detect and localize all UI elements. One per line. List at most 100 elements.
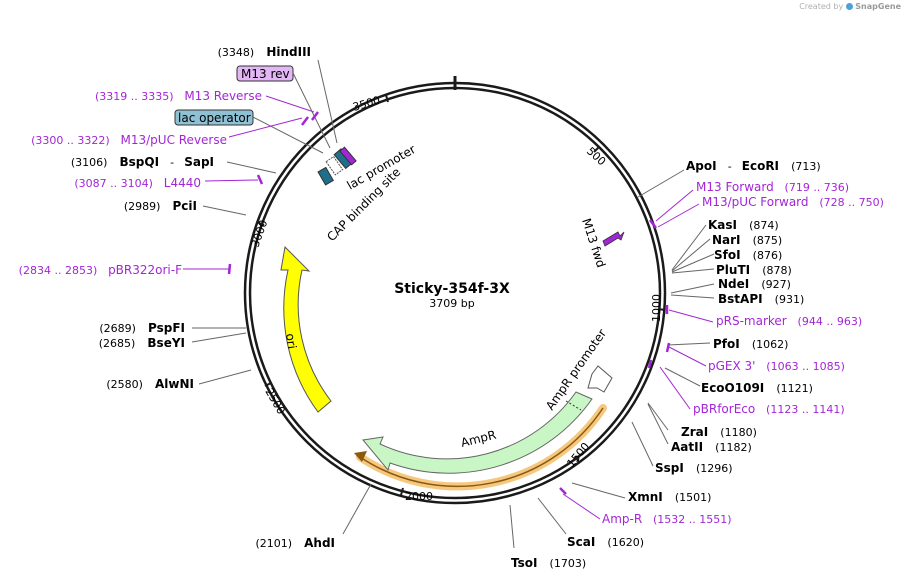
site-pcii-pos: (2989): [124, 200, 161, 213]
leader-m13-forward: [655, 189, 694, 222]
site-ahdi-pos: (2101): [255, 537, 292, 550]
leader-kasi: [671, 224, 707, 271]
mark-pgex3: [665, 342, 671, 353]
primer-m13-reverse-range: (3319 .. 3335): [95, 90, 174, 103]
tick-3000: [256, 221, 265, 226]
primer-m13-reverse-name: M13 Reverse: [184, 89, 262, 103]
leader-tsoi: [509, 504, 515, 549]
leader-hindiii: [317, 59, 338, 144]
snapgene-credit: Created by SnapGene: [799, 2, 901, 11]
primer-amp-r-range: (1532 .. 1551): [653, 513, 732, 526]
site-tsoi: TsoI (1703): [511, 552, 586, 571]
primer-m13puc-forward: M13/pUC Forward (728 .. 750): [702, 195, 884, 209]
site-bstapi-pos: (931): [775, 293, 805, 306]
ori-feature-arrow[interactable]: [280, 245, 332, 413]
site-pspfi-name: PspFI: [148, 321, 185, 335]
site-bspqi-name: BspQI: [119, 155, 159, 169]
mark-pbr322ori: [227, 263, 232, 275]
site-pluti-pos: (878): [762, 264, 792, 277]
site-ecoo109i: EcoO109I (1121): [701, 377, 813, 396]
primer-leader-lines: [183, 95, 714, 520]
site-ndei: NdeI (927): [718, 273, 791, 292]
primer-m13-forward: M13 Forward (719 .. 736): [696, 180, 849, 194]
tick-2000: [400, 487, 404, 496]
leader-ahdi: [342, 483, 372, 535]
site-kasi-pos: (874): [749, 219, 779, 232]
site-bspqi-sep: -: [170, 156, 174, 169]
site-bspqi: (3106) BspQI - SapI: [71, 151, 214, 170]
site-sfoi-pos: (876): [753, 249, 783, 262]
ampr-feature-arrow[interactable]: [362, 391, 593, 474]
site-ndei-pos: (927): [761, 278, 791, 291]
site-pluti: PluTI (878): [716, 259, 792, 278]
primer-amp-r: Amp-R (1532 .. 1551): [602, 512, 732, 526]
site-tsoi-name: TsoI: [511, 556, 537, 570]
mark-m13puc-reverse: [301, 116, 309, 126]
mark-l4440: [256, 174, 264, 185]
leader-ecoo109i: [664, 367, 701, 387]
site-pcii: (2989) PciI: [124, 195, 197, 214]
site-ecori-name: EcoRI: [742, 159, 779, 173]
site-ecoo109i-pos: (1121): [776, 382, 813, 395]
lac-promoter-block[interactable]: [325, 155, 344, 176]
site-kasi-name: KasI: [708, 218, 737, 232]
site-alwni-name: AlwNI: [155, 377, 194, 391]
cap-binding-site-block[interactable]: [317, 166, 335, 186]
leader-m13puc-forward: [657, 203, 700, 228]
leader-m13-reverse: [265, 95, 315, 113]
site-bspqi-pos: (3106): [71, 156, 108, 169]
leader-l4440: [204, 179, 259, 182]
site-xmni: XmnI (1501): [628, 486, 711, 505]
primer-pbrforeco-range: (1123 .. 1141): [766, 403, 845, 416]
site-hindiii: (3348) HindIII: [218, 41, 311, 60]
site-hindiii-pos: (3348): [218, 46, 255, 59]
site-nari-pos: (875): [753, 234, 783, 247]
site-alwni: (2580) AlwNI: [106, 373, 194, 392]
site-pspfi: (2689) PspFI: [99, 317, 185, 336]
ampr-orf-line: [359, 407, 604, 488]
tick-1500: [574, 455, 580, 463]
ampr-promoter-divider: [565, 400, 582, 411]
primer-pbr322ori-name: pBR322ori-F: [108, 263, 182, 277]
m13-fwd-arrow[interactable]: [602, 231, 625, 247]
leader-m13rev-box: [292, 72, 331, 149]
site-pluti-name: PluTI: [716, 263, 750, 277]
leader-pcii: [202, 205, 247, 216]
site-zrai-pos: (1180): [720, 426, 757, 439]
site-nari-name: NarI: [712, 233, 741, 247]
primer-prs-marker-range: (944 .. 963): [798, 315, 863, 328]
leader-amp-r: [562, 493, 601, 520]
primer-l4440: (3087 .. 3104) L4440: [74, 176, 201, 190]
primer-pbr322ori: (2834 .. 2853) pBR322ori-F: [19, 263, 182, 277]
site-scai-name: ScaI: [567, 535, 595, 549]
tick-label-3000: 3000: [249, 218, 271, 249]
tick-label-3500: 3500: [351, 94, 381, 114]
mark-m13-forward: [649, 219, 657, 229]
site-hindiii-name: HindIII: [266, 45, 311, 59]
site-xmni-name: XmnI: [628, 490, 663, 504]
leader-bspqi: [226, 161, 277, 174]
site-ahdi-name: AhdI: [304, 536, 335, 550]
primer-m13-forward-range: (719 .. 736): [785, 181, 850, 194]
primer-m13puc-reverse: (3300 .. 3322) M13/pUC Reverse: [31, 133, 227, 147]
tick-marks: [256, 94, 666, 496]
site-zrai-name: ZraI: [681, 425, 708, 439]
tick-500: [593, 146, 600, 153]
site-sapi-name: SapI: [184, 155, 214, 169]
site-sfoi-name: SfoI: [714, 248, 741, 262]
primer-m13puc-reverse-name: M13/pUC Reverse: [121, 133, 228, 147]
site-bseyi-name: BseYI: [147, 336, 185, 350]
primer-pgex3: pGEX 3' (1063 .. 1085): [708, 359, 845, 373]
site-scai-pos: (1620): [607, 536, 644, 549]
primer-m13-reverse: (3319 .. 3335) M13 Reverse: [95, 89, 262, 103]
site-pcii-name: PciI: [173, 199, 198, 213]
ampr-promoter-arrow[interactable]: [587, 365, 613, 393]
leader-bseyi: [191, 332, 247, 343]
site-tsoi-pos: (1703): [550, 557, 587, 570]
mark-m13-reverse: [311, 111, 319, 121]
leader-bstapi: [670, 294, 715, 299]
m13-rev-block[interactable]: [339, 146, 357, 166]
site-xmni-pos: (1501): [675, 491, 712, 504]
tick-1000: [657, 308, 666, 311]
